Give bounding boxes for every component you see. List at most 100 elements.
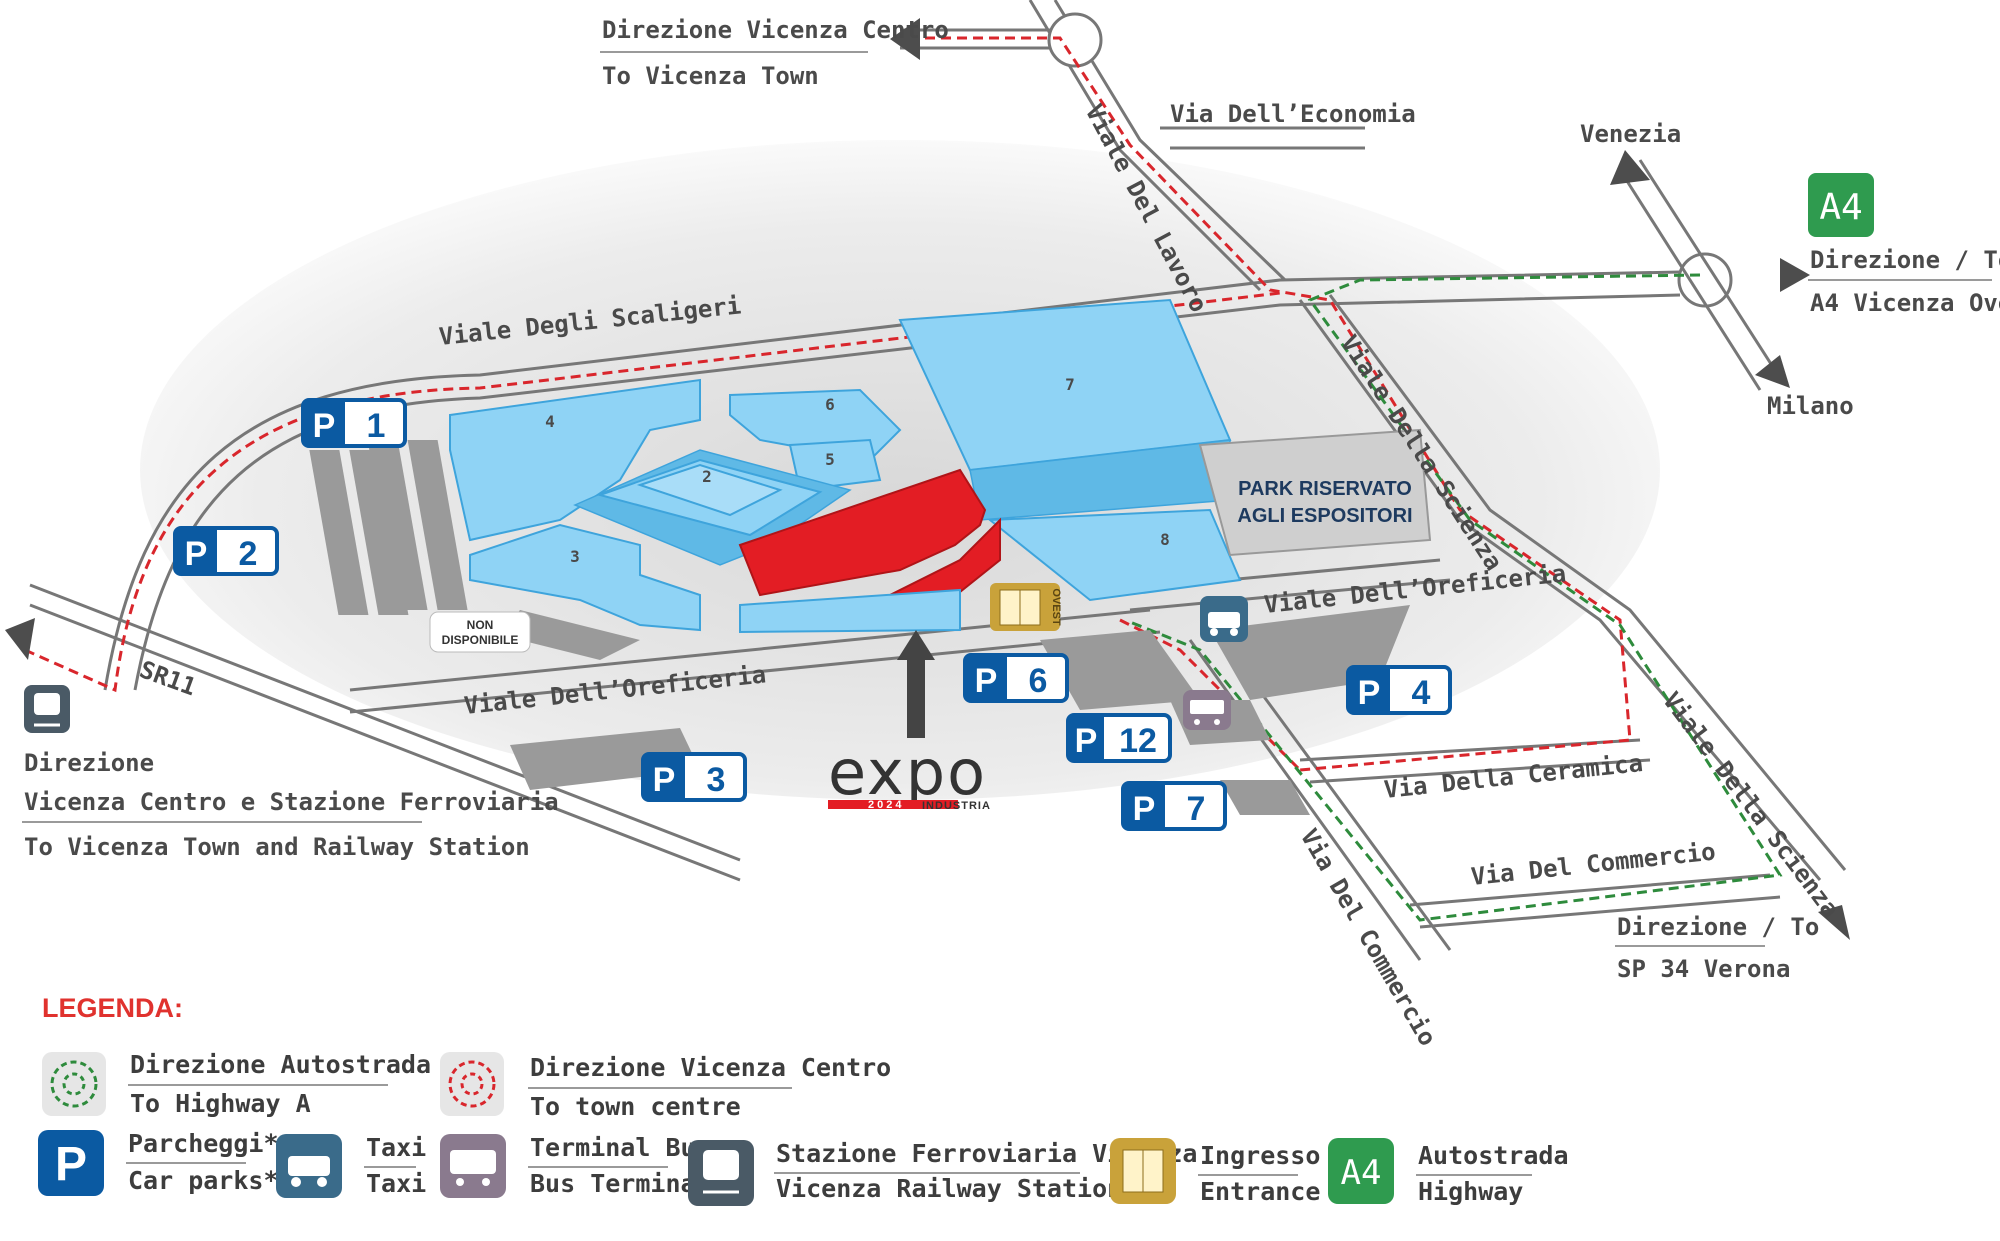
hall-7-number: 7 — [1065, 375, 1075, 394]
parking-p4-number: 4 — [1412, 674, 1431, 712]
parking-p3: P 3 — [641, 752, 747, 802]
arrow-venezia — [1610, 150, 1650, 185]
hall-7: 7 — [898, 298, 1232, 521]
arrow-sp34 — [1818, 905, 1850, 940]
legend-autostrada-it: Direzione Autostrada A4 — [130, 1050, 476, 1079]
a4-badge-text: A4 — [1819, 187, 1862, 228]
legend-rail-en: Vicenza Railway Station — [776, 1174, 1122, 1203]
legend-bus-it: Terminal Bus — [530, 1133, 711, 1162]
legend-green-route: Direzione Autostrada A4 To Highway A — [42, 1050, 476, 1118]
parking-p1-number: 1 — [367, 407, 386, 445]
label-direzione-vicenza-centro: Direzione Vicenza Centro — [602, 16, 949, 44]
legend-title: LEGENDA: — [42, 993, 183, 1023]
parking-p7-letter: P — [1133, 790, 1156, 828]
a4-badge: A4 — [1808, 173, 1874, 237]
label-direzione-to-sp: Direzione / To — [1617, 913, 1819, 941]
legend-bus: Terminal Bus Bus Terminal — [440, 1133, 711, 1198]
parking-p1-letter: P — [313, 407, 336, 445]
hall-2-number: 2 — [702, 467, 712, 486]
direction-arrows — [5, 18, 1850, 940]
legend-bus-en: Bus Terminal — [530, 1169, 711, 1198]
arrow-left-top — [890, 18, 920, 60]
parking-p12: P 12 — [1066, 713, 1172, 763]
expo-logo-year: 2024 — [868, 799, 904, 811]
non-disponibile-line1: NON — [467, 618, 494, 632]
lot-non-disponibile — [500, 610, 640, 660]
parking-labels: P 1 P 2 P 3 P 6 P 4 — [173, 398, 1452, 831]
parking-p4-letter: P — [1358, 674, 1381, 712]
label-milano: Milano — [1767, 392, 1854, 420]
legend-red-route: Direzione Vicenza Centro To town centre — [440, 1052, 891, 1121]
parking-lots — [309, 440, 1410, 815]
legend-taxi-it: Taxi — [366, 1133, 426, 1162]
parking-p7-number: 7 — [1187, 790, 1206, 828]
legend-rail: Stazione Ferroviaria Vicenza Vicenza Rai… — [688, 1139, 1197, 1206]
parking-p2-letter: P — [185, 535, 208, 573]
hall-8-number: 8 — [1160, 530, 1170, 549]
parking-p6-number: 6 — [1029, 662, 1048, 700]
legend-entrance-en: Entrance — [1200, 1177, 1320, 1206]
taxi-icon — [1200, 596, 1248, 642]
legend: LEGENDA: Direzione Autostrada A4 To High… — [38, 993, 1569, 1206]
label-direzione: Direzione — [24, 749, 154, 777]
legend-parking-en: Car parks* — [128, 1166, 279, 1195]
arrow-a4 — [1780, 258, 1810, 292]
arrow-milano — [1755, 355, 1790, 388]
label-to-town-station: To Vicenza Town and Railway Station — [24, 833, 530, 861]
label-direzione-to-a4: Direzione / To — [1810, 246, 2000, 274]
hall-8: 8 — [987, 508, 1242, 602]
parking-p4: P 4 — [1346, 665, 1452, 715]
label-to-vicenza-town: To Vicenza Town — [602, 62, 819, 90]
lot-p1 — [367, 440, 468, 610]
label-sr11: SR11 — [136, 655, 200, 701]
legend-highway-it: Autostrada — [1418, 1141, 1569, 1170]
legend-entrance-it: Ingresso — [1200, 1141, 1320, 1170]
parking-p1: P 1 — [301, 398, 407, 448]
hall-6-number: 6 — [825, 395, 835, 414]
parking-p6: P 6 — [963, 653, 1069, 703]
non-disponibile-label: NON DISPONIBILE — [429, 611, 531, 653]
legend-taxi: Taxi Taxi — [276, 1133, 426, 1198]
expo-logo: expo 2024 INDUSTRIA — [828, 736, 991, 812]
legend-parking: P Parcheggi* Car parks* — [38, 1129, 279, 1196]
hall-3: 3 — [469, 523, 701, 632]
expo-logo-sub: INDUSTRIA — [922, 800, 991, 812]
parking-p12-number: 12 — [1119, 722, 1157, 760]
parking-p2: P 2 — [173, 526, 279, 576]
legend-centro-en: To town centre — [530, 1092, 741, 1121]
parking-p7: P 7 — [1121, 781, 1227, 831]
legend-a4-icon: A4 — [1341, 1153, 1382, 1193]
entrance-ovest-label: OVEST — [1050, 588, 1062, 626]
hall-4: 4 — [449, 378, 701, 542]
parking-p6-letter: P — [975, 662, 998, 700]
road-network — [29, 0, 1847, 961]
legend-parking-it: Parcheggi* — [128, 1129, 279, 1158]
parking-p2-number: 2 — [239, 535, 258, 573]
label-sp34-verona: SP 34 Verona — [1617, 955, 1790, 983]
hall-5: 5 — [788, 438, 882, 492]
bus-icon — [1183, 690, 1231, 730]
legend-taxi-en: Taxi — [366, 1169, 426, 1198]
hall-5-number: 5 — [825, 450, 835, 469]
entrance-ovest-icon: OVEST — [990, 583, 1062, 631]
label-venezia: Venezia — [1580, 120, 1681, 148]
label-via-economia: Via Dell’Economia — [1170, 100, 1416, 128]
legend-centro-it: Direzione Vicenza Centro — [530, 1053, 891, 1082]
lot-p6 — [1040, 630, 1200, 710]
lot-p7 — [1220, 780, 1310, 815]
hall-4-number: 4 — [545, 412, 555, 431]
non-disponibile-line2: DISPONIBILE — [442, 633, 519, 647]
exhibition-halls: 4 6 5 2 3 7 — [449, 298, 1432, 634]
parking-p3-letter: P — [653, 761, 676, 799]
park-riservato-line1: PARK RISERVATO — [1238, 478, 1412, 500]
park-riservato-building: PARK RISERVATO AGLI ESPOSITORI — [1198, 428, 1432, 557]
label-vicenza-centro-stazione: Vicenza Centro e Stazione Ferroviaria — [24, 788, 559, 816]
legend-autostrada-en: To Highway A — [130, 1089, 311, 1118]
label-via-ceramica: Via Della Ceramica — [1383, 749, 1645, 804]
hall-3-number: 3 — [570, 547, 580, 566]
legend-highway-en: Highway — [1418, 1177, 1523, 1206]
highlighted-venue-area — [738, 468, 1001, 634]
expo-entrance-arrow — [897, 630, 935, 738]
park-riservato-line2: AGLI ESPOSITORI — [1237, 505, 1412, 527]
